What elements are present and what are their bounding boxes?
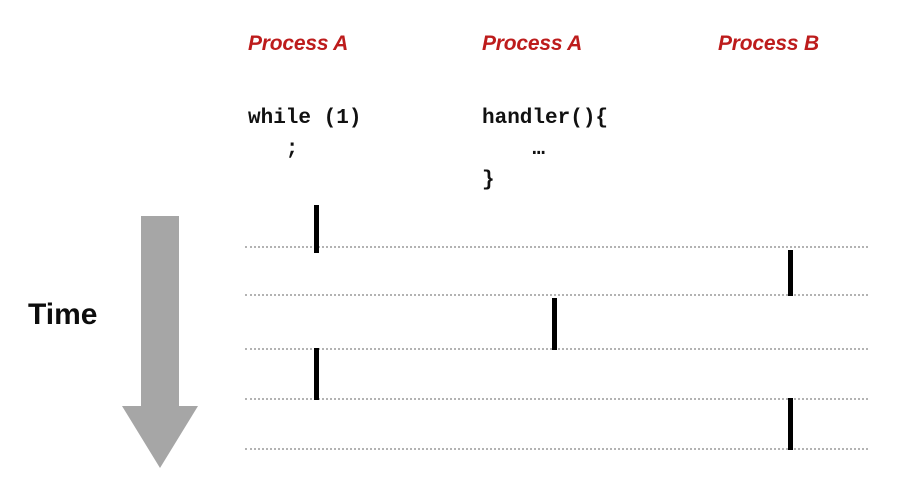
timeline-rule	[245, 448, 868, 450]
column-header-process-b: Process B	[718, 32, 819, 55]
execution-tick-process-b-1	[788, 250, 793, 296]
timeline-rule	[245, 294, 868, 296]
code-block-handler: handler(){ … }	[482, 107, 609, 193]
execution-tick-process-b-2	[788, 398, 793, 450]
column-header-process-a-main: Process A	[248, 32, 349, 55]
time-axis-label: Time	[28, 298, 98, 331]
code-block-while-loop: while (1) ;	[248, 107, 362, 162]
timeline-rule	[245, 246, 868, 248]
execution-tick-process-a-main-2	[314, 348, 319, 400]
time-direction-arrow-icon	[122, 216, 198, 468]
column-header-process-a-handler: Process A	[482, 32, 583, 55]
timeline-rule	[245, 398, 868, 400]
execution-tick-process-a-handler-1	[552, 298, 557, 350]
execution-tick-process-a-main-1	[314, 205, 319, 253]
